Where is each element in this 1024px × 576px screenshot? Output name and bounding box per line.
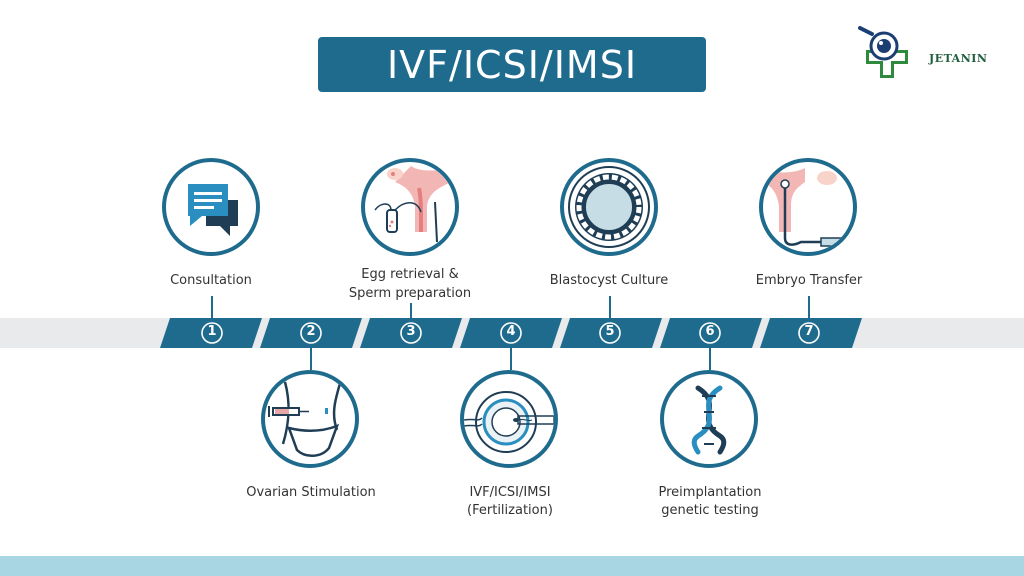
step-tab-7 (760, 318, 862, 348)
page-title: IVF/ICSI/IMSI (318, 37, 706, 92)
connector-4 (510, 348, 512, 370)
logo (856, 22, 1024, 82)
connector-3 (410, 303, 412, 318)
step-number-2: 2 (306, 324, 316, 339)
step-label-4-line2: (Fertilization) (467, 503, 553, 518)
step-circle-5 (560, 158, 658, 256)
step-label-6-line1: Preimplantation (658, 485, 762, 500)
connector-7 (808, 296, 810, 318)
step-circle-6 (660, 370, 758, 468)
step-tab-3 (360, 318, 462, 348)
connector-1 (211, 296, 213, 318)
injection-abdomen-icon (268, 379, 343, 457)
step-label-2: Ovarian Stimulation (246, 485, 376, 500)
step-circle-2 (261, 370, 359, 468)
connector-6 (709, 348, 711, 370)
step-label-4-line1: IVF/ICSI/IMSI (469, 485, 551, 500)
logo-text: JETANIN (929, 52, 988, 65)
step-number-4: 4 (506, 324, 516, 339)
connector-5 (609, 296, 611, 318)
step-label-3-line1: Egg retrieval & (361, 267, 459, 282)
blastocyst-icon (568, 166, 650, 248)
step-number-7: 7 (804, 324, 814, 339)
logo-mark-icon (858, 26, 908, 78)
footer-bar (0, 556, 1024, 576)
egg-retrieval-icon (374, 166, 451, 243)
embryo-transfer-icon (763, 168, 851, 247)
step-tab-5 (560, 318, 662, 348)
chat-bubbles-icon (188, 184, 238, 236)
step-label-5: Blastocyst Culture (549, 273, 669, 288)
step-label-6-line2: genetic testing (661, 503, 759, 518)
connector-2 (310, 348, 312, 370)
step-circle-7 (759, 158, 857, 256)
step-label-3-line2: Sperm preparation (348, 286, 472, 301)
step-circle-1 (162, 158, 260, 256)
step-label-7: Embryo Transfer (755, 273, 863, 288)
fertilization-icon (464, 391, 554, 453)
step-number-3: 3 (406, 324, 416, 339)
step-number-1: 1 (207, 324, 217, 339)
step-tab-6 (660, 318, 762, 348)
step-label-1: Consultation (170, 273, 252, 288)
step-tab-1 (160, 318, 262, 348)
step-number-5: 5 (605, 324, 615, 339)
step-tab-4 (460, 318, 562, 348)
step-number-6: 6 (705, 324, 715, 339)
step-tab-2 (260, 318, 362, 348)
step-circle-4 (460, 370, 558, 468)
dna-icon (691, 385, 727, 455)
step-circle-3 (361, 158, 459, 256)
